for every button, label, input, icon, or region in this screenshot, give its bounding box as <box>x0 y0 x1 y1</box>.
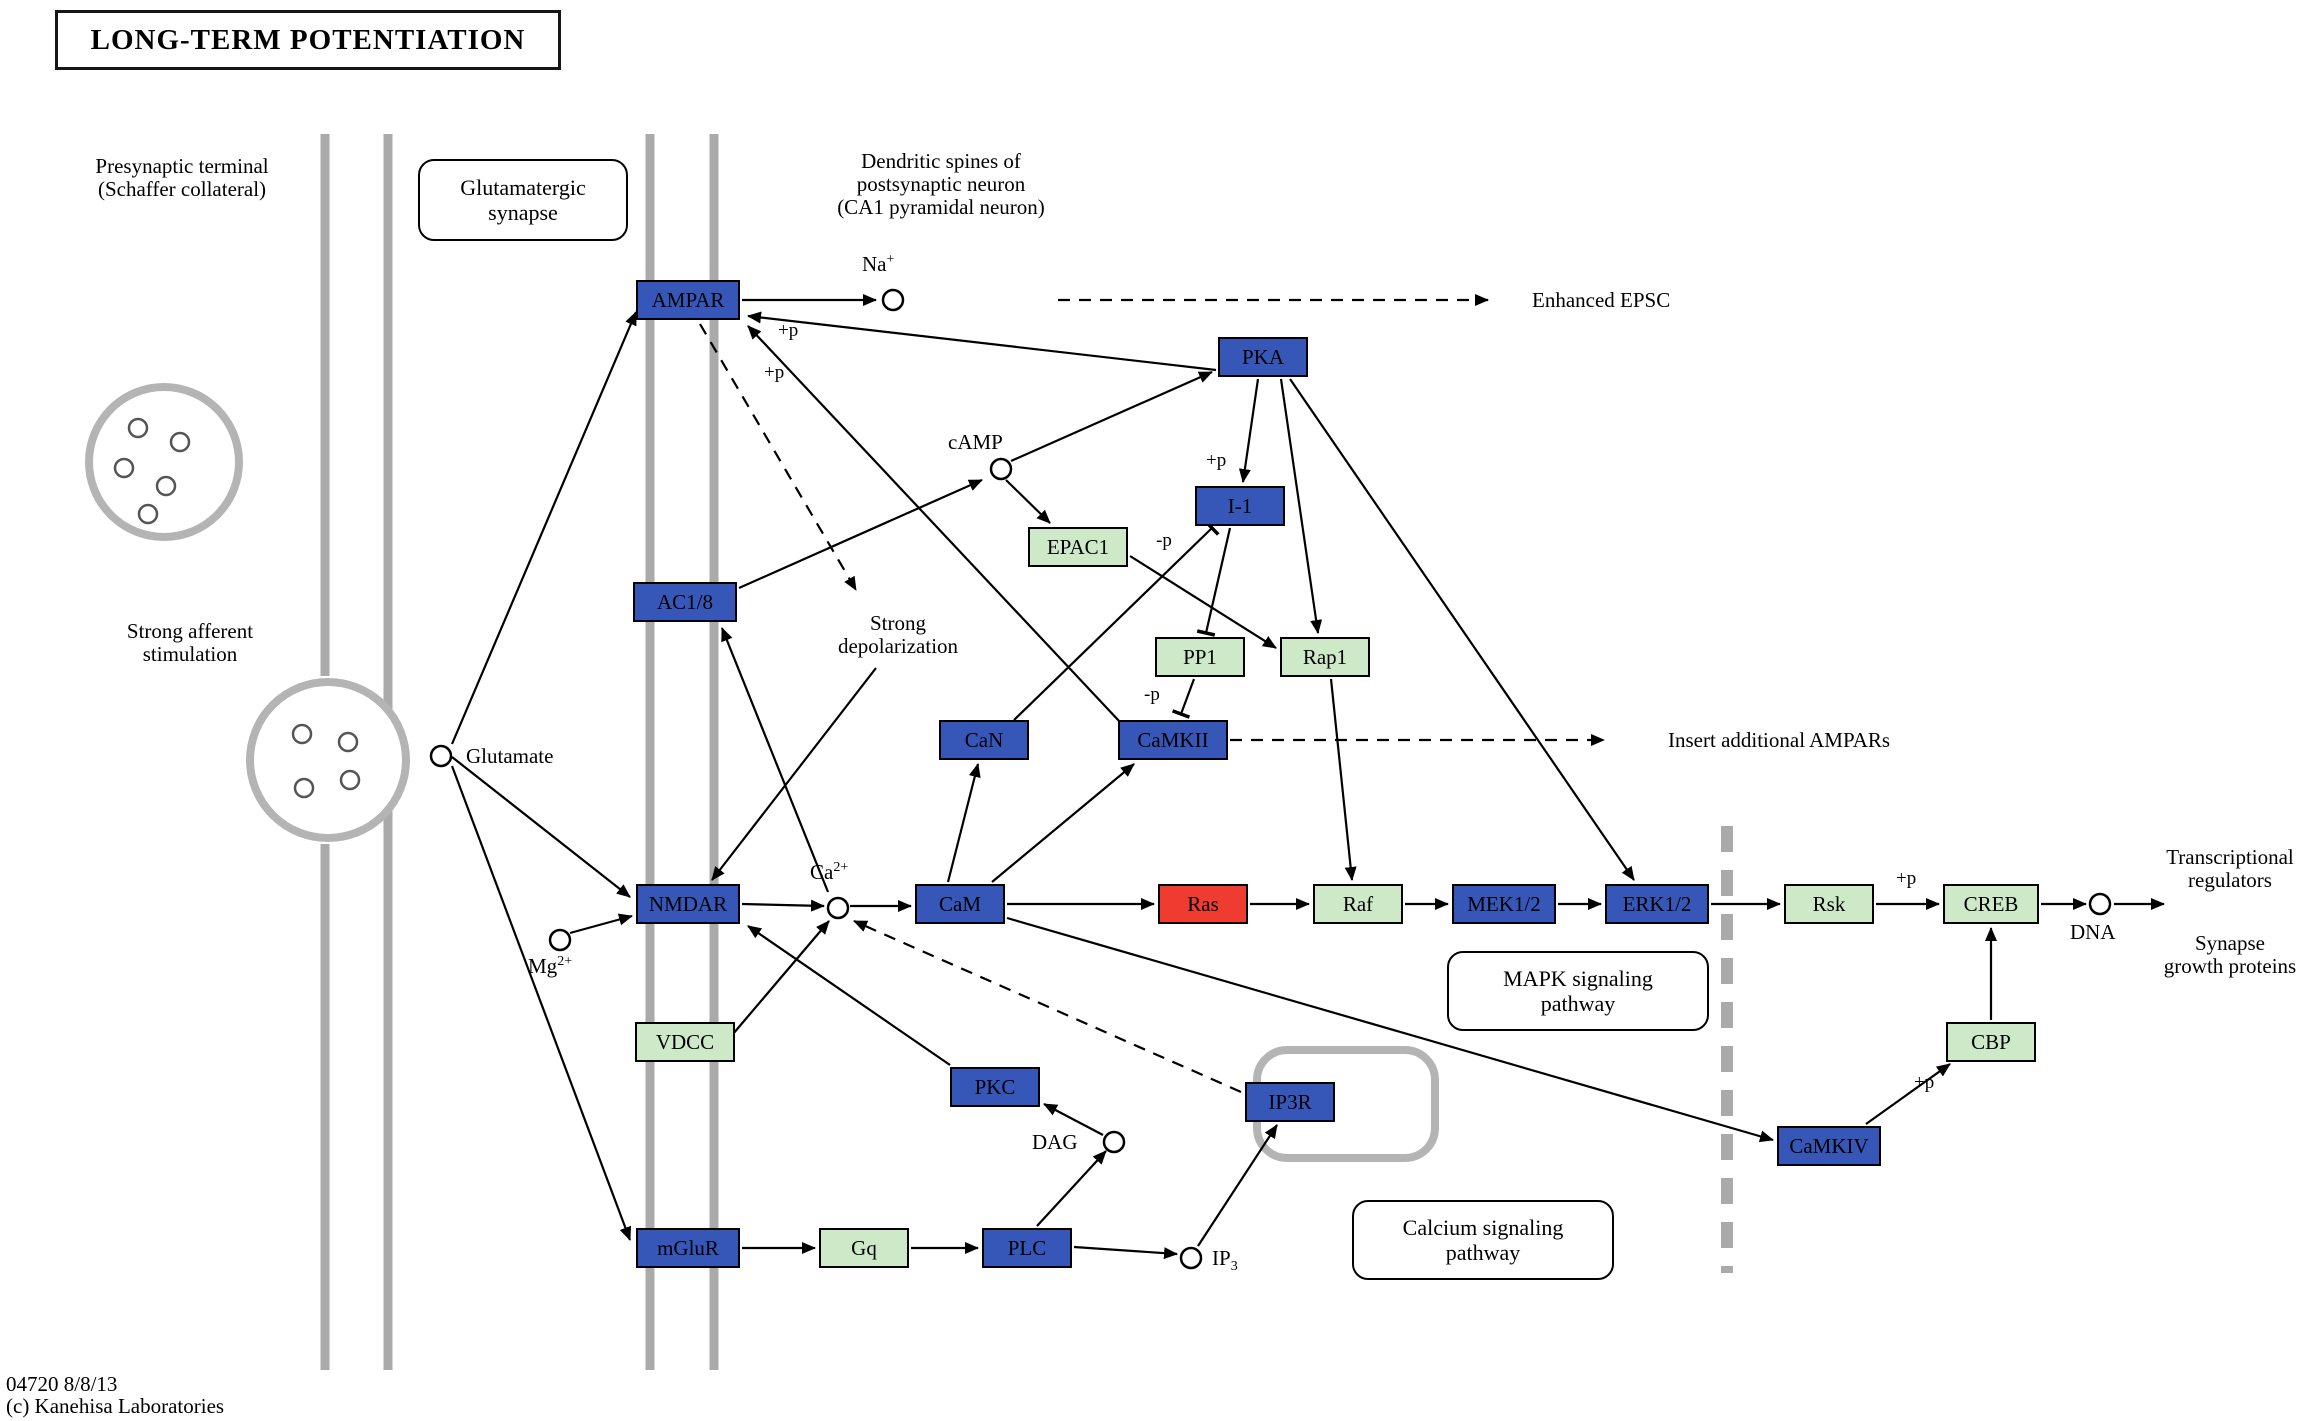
metabolite-mg-circle[interactable] <box>548 928 572 952</box>
edge-camp-pka <box>1010 370 1213 463</box>
footer-pathway-id: 04720 8/8/13 <box>6 1372 118 1396</box>
edge-glutamate-nmdar <box>451 756 631 898</box>
node-mglur[interactable]: mGluR <box>636 1228 740 1268</box>
metabolite-camp-circle[interactable] <box>989 457 1013 481</box>
node-creb[interactable]: CREB <box>1943 884 2039 924</box>
edge-ip3-ip3r <box>1197 1124 1278 1247</box>
edge-ca2-ac1-8 <box>720 627 830 893</box>
phospho-label: +p <box>764 362 785 383</box>
node-mek1-2[interactable]: MEK1/2 <box>1452 884 1556 924</box>
node-rsk[interactable]: Rsk <box>1784 884 1874 924</box>
metabolite-na-circle[interactable] <box>881 288 905 312</box>
phospho-label: +p <box>1206 450 1227 471</box>
phospho-label: -p <box>1156 530 1172 551</box>
node-cam[interactable]: CaM <box>915 884 1005 924</box>
node-camkii[interactable]: CaMKII <box>1118 720 1228 760</box>
edge-pkc-nmdar <box>747 925 951 1066</box>
synaptic-vesicle <box>85 383 243 541</box>
node-gq[interactable]: Gq <box>819 1228 909 1268</box>
edge-pp1-camkii <box>1171 678 1196 719</box>
node-cbp[interactable]: CBP <box>1946 1022 2036 1062</box>
fused-synaptic-vesicle <box>246 678 410 842</box>
pathway-title-box: LONG-TERM POTENTIATION <box>55 10 561 70</box>
metabolite-glutamate-circle[interactable] <box>429 744 453 768</box>
metabolite-ip3-circle[interactable] <box>1179 1246 1203 1270</box>
edge-rap1-raf <box>1329 678 1357 881</box>
label-mg: Mg2+ <box>528 954 573 978</box>
edge-cam-camkii <box>991 763 1135 883</box>
label-camp: cAMP <box>948 430 1003 454</box>
node-epac1[interactable]: EPAC1 <box>1028 527 1128 567</box>
edge-pka-rap1 <box>1279 378 1323 634</box>
node-rap1[interactable]: Rap1 <box>1280 637 1370 677</box>
edge-glutamate-mglur <box>450 765 632 1241</box>
node-i-1[interactable]: I-1 <box>1195 486 1285 526</box>
edge-dag-pkc <box>1043 1103 1104 1136</box>
edge-plc-dag <box>1036 1150 1107 1227</box>
edge-i-1-pp1 <box>1196 527 1232 637</box>
node-nmdar[interactable]: NMDAR <box>636 884 740 924</box>
edge-pka-i-1 <box>1238 378 1260 483</box>
phospho-label: +p <box>1896 868 1917 889</box>
phospho-label: +p <box>1914 1072 1935 1093</box>
node-pkc[interactable]: PKC <box>950 1067 1040 1107</box>
node-vdcc[interactable]: VDCC <box>635 1022 735 1062</box>
edge-pka-ampar <box>747 311 1217 372</box>
node-ras[interactable]: Ras <box>1158 884 1248 924</box>
edge-plc-ip3 <box>1073 1245 1178 1260</box>
edge-ampar-strong-depolarization <box>699 323 857 591</box>
node-ip3r[interactable]: IP3R <box>1245 1082 1335 1122</box>
edge-nmdar-ca2 <box>741 899 825 912</box>
node-ampar[interactable]: AMPAR <box>636 280 740 320</box>
edge-camkiv-cbp <box>1865 1063 1951 1125</box>
node-raf[interactable]: Raf <box>1313 884 1403 924</box>
node-can[interactable]: CaN <box>939 720 1029 760</box>
edge-epac1-rap1 <box>1129 555 1277 649</box>
edge-can-i-1 <box>1013 520 1220 721</box>
label-presynaptic-terminal: Presynaptic terminal(Schaffer collateral… <box>95 154 269 201</box>
edge-strong-depolarization-nmdar <box>711 667 877 881</box>
node-plc[interactable]: PLC <box>982 1228 1072 1268</box>
metabolite-dag-circle[interactable] <box>1102 1130 1126 1154</box>
phospho-label: -p <box>1144 684 1160 705</box>
label-dna: DNA <box>2070 920 2116 944</box>
edge-glutamate-ampar <box>450 311 638 745</box>
pathway-title: LONG-TERM POTENTIATION <box>90 23 526 56</box>
label-ip3: IP3 <box>1212 1246 1238 1275</box>
edge-pka-erk1-2 <box>1289 378 1635 881</box>
node-erk1-2[interactable]: ERK1/2 <box>1605 884 1709 924</box>
footer-copyright: (c) Kanehisa Laboratories <box>6 1394 225 1418</box>
node-ac1-8[interactable]: AC1/8 <box>633 582 737 622</box>
edge-mg2-nmdar <box>569 913 633 935</box>
edge-cam-can <box>946 763 981 883</box>
edge-vdcc-ca2 <box>732 920 830 1035</box>
edge-ip3r-ca2 <box>853 919 1242 1094</box>
label-insert-additional-ampars: Insert additional AMPARs <box>1668 728 1891 752</box>
edge-ac1-8-camp <box>738 478 983 590</box>
edge-cam-camkiv <box>1006 916 1774 1143</box>
node-pp1[interactable]: PP1 <box>1155 637 1245 677</box>
phospho-label: +p <box>778 320 799 341</box>
label-na: Na+ <box>862 252 895 276</box>
label-ca: Ca2+ <box>810 860 849 884</box>
edge-camp-epac1 <box>1005 479 1051 524</box>
edge-camkii-ampar <box>747 325 1121 723</box>
label-glutamate: Glutamate <box>466 744 554 768</box>
node-pka[interactable]: PKA <box>1218 337 1308 377</box>
label-dag: DAG <box>1032 1130 1078 1154</box>
label-enhanced-epsc: Enhanced EPSC <box>1532 288 1671 312</box>
metabolite-dna-circle[interactable] <box>2088 892 2112 916</box>
metabolite-ca-circle[interactable] <box>826 896 850 920</box>
node-camkiv[interactable]: CaMKIV <box>1777 1126 1881 1166</box>
